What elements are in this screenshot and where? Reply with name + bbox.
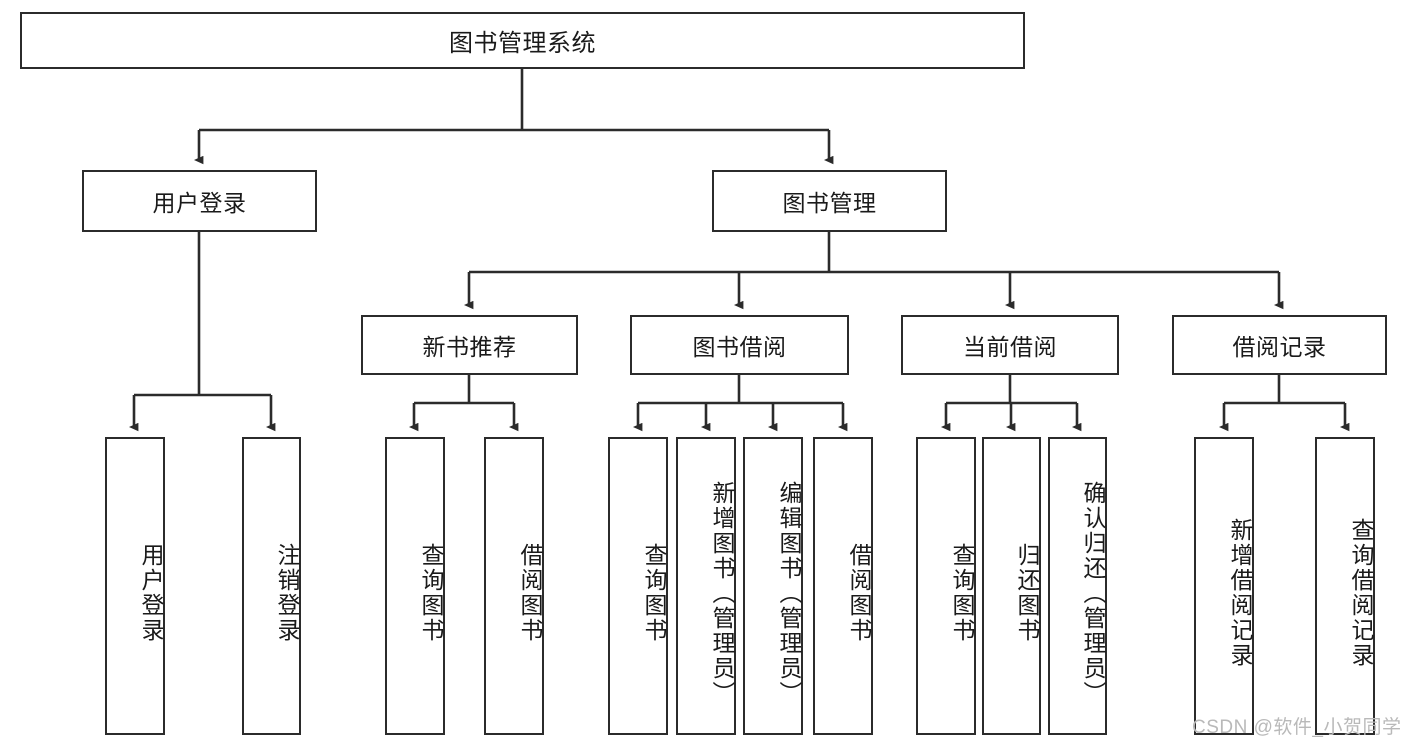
node-label: 用户登录 (138, 543, 164, 643)
leaf-current-return-book[interactable]: 归还图书 (982, 437, 1041, 735)
leaf-borrow-add-book-admin[interactable]: 新增图书（管理员） (676, 437, 736, 735)
node-label: 图书管理 (782, 190, 877, 216)
node-label: 新增借阅记录 (1227, 518, 1253, 668)
node-label: 确认归还（管理员） (1080, 480, 1106, 706)
node-label: 借阅图书 (517, 543, 543, 643)
node-label: 借阅图书 (846, 543, 872, 643)
node-label: 归还图书 (1014, 543, 1040, 643)
leaf-current-confirm-return-admin[interactable]: 确认归还（管理员） (1048, 437, 1107, 735)
node-root-system[interactable]: 图书管理系统 (20, 12, 1025, 69)
leaf-borrow-query-book[interactable]: 查询图书 (608, 437, 668, 735)
node-label: 查询图书 (949, 543, 975, 643)
node-label: 图书借阅 (692, 334, 787, 360)
node-borrow-record[interactable]: 借阅记录 (1172, 315, 1387, 375)
node-label: 新增图书（管理员） (709, 480, 735, 706)
leaf-borrow-borrow-book[interactable]: 借阅图书 (813, 437, 873, 735)
node-label: 查询借阅记录 (1348, 518, 1374, 668)
node-label: 查询图书 (641, 543, 667, 643)
node-label: 注销登录 (274, 543, 300, 643)
node-label: 编辑图书（管理员） (776, 480, 802, 706)
node-label: 用户登录 (152, 190, 247, 216)
leaf-borrow-edit-book-admin[interactable]: 编辑图书（管理员） (743, 437, 803, 735)
node-label: 图书管理系统 (449, 30, 596, 57)
leaf-record-add-record[interactable]: 新增借阅记录 (1194, 437, 1254, 735)
leaf-recommend-borrow-book[interactable]: 借阅图书 (484, 437, 544, 735)
leaf-user-login-logout[interactable]: 注销登录 (242, 437, 301, 735)
node-book-management[interactable]: 图书管理 (712, 170, 947, 232)
node-new-book-recommend[interactable]: 新书推荐 (361, 315, 578, 375)
leaf-record-query-record[interactable]: 查询借阅记录 (1315, 437, 1375, 735)
node-current-borrow[interactable]: 当前借阅 (901, 315, 1119, 375)
leaf-user-login-login[interactable]: 用户登录 (105, 437, 165, 735)
leaf-current-query-book[interactable]: 查询图书 (916, 437, 976, 735)
node-label: 当前借阅 (963, 334, 1057, 360)
node-label: 借阅记录 (1232, 334, 1327, 360)
node-book-borrow[interactable]: 图书借阅 (630, 315, 849, 375)
node-label: 查询图书 (418, 543, 444, 643)
leaf-recommend-query-book[interactable]: 查询图书 (385, 437, 445, 735)
node-label: 新书推荐 (422, 334, 517, 360)
csdn-watermark: CSDN @软件_小贺同学 (1192, 717, 1402, 738)
node-user-login[interactable]: 用户登录 (82, 170, 317, 232)
